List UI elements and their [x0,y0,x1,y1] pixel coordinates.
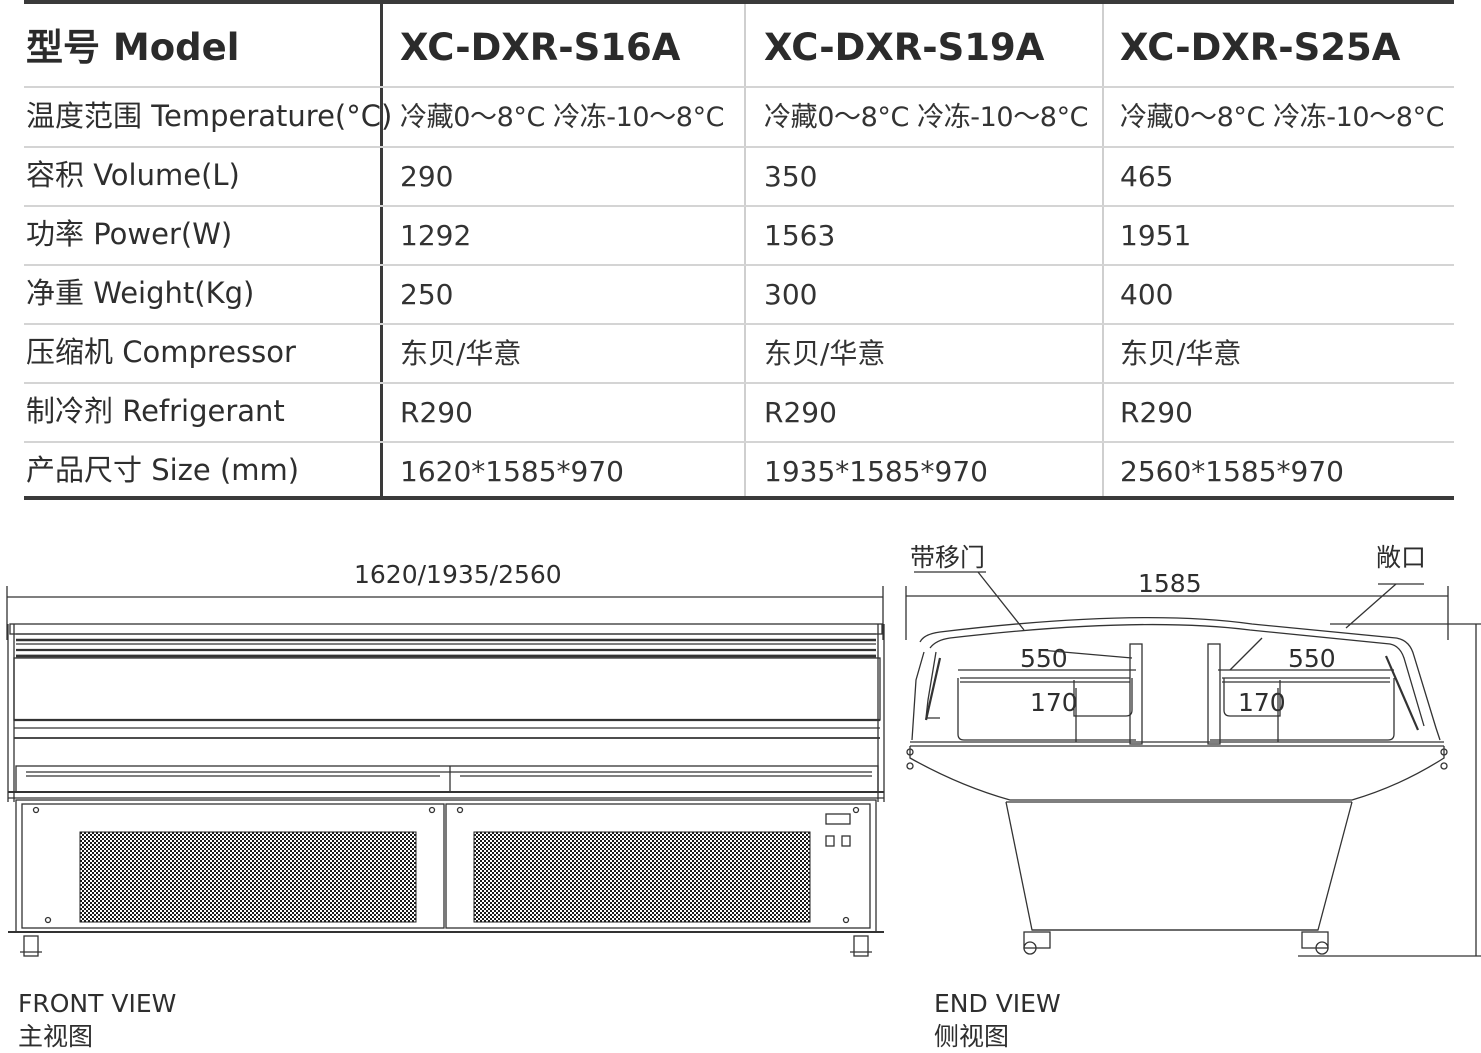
cell-power-s19a: 1563 [764,222,835,250]
cell-power-s16a: 1292 [400,222,471,250]
callout-leader-open-top [1346,584,1396,628]
end-view-caption-zh: 侧视图 [934,1021,1061,1053]
cell-power-s25a: 1951 [1120,222,1191,250]
front-foot-left [24,936,38,956]
header-model-s19a: XC-DXR-S19A [764,29,1044,66]
front-view-caption-zh: 主视图 [18,1021,176,1053]
cell-volume-s25a: 465 [1120,163,1173,191]
cell-refrigerant-s19a: R290 [764,399,837,427]
end-view-caption-en: END VIEW [934,988,1061,1021]
cell-size-s25a: 2560*1585*970 [1120,458,1344,486]
front-view-caption: FRONT VIEW 主视图 [18,988,176,1053]
end-tray-right [1210,678,1394,740]
front-control-display [826,814,850,824]
spec-table: 型号 Model XC-DXR-S16A XC-DXR-S19A XC-DXR-… [24,0,1454,500]
cell-volume-s19a: 350 [764,163,817,191]
cell-weight-s16a: 250 [400,281,453,309]
row-label-power: 功率 Power(W) [26,220,232,249]
end-caster-left [1024,932,1050,948]
cell-weight-s25a: 400 [1120,281,1173,309]
row-label-size: 产品尺寸 Size (mm) [26,456,299,485]
table-row-divider [24,86,1454,88]
end-view-drawing [900,560,1481,970]
cell-size-s16a: 1620*1585*970 [400,458,624,486]
callout-leader-sliding-door [978,572,1024,630]
cell-compressor-s16a: 东贝/华意 [400,340,521,368]
front-vent-grille-left [80,832,416,922]
cell-temperature-s19a: 冷藏0～8°C 冷冻-10～8°C [764,104,1088,131]
table-row-divider [24,146,1454,148]
cell-volume-s16a: 290 [400,163,453,191]
front-display-deck [16,766,878,792]
front-view-drawing [0,580,900,970]
table-bottom-rule [24,496,1454,500]
table-row-divider [24,441,1454,443]
end-view-caption: END VIEW 侧视图 [934,988,1061,1053]
row-label-compressor: 压缩机 Compressor [26,338,296,367]
header-model-s16a: XC-DXR-S16A [400,29,680,66]
cell-size-s19a: 1935*1585*970 [764,458,988,486]
table-column-divider [1102,4,1104,496]
end-tray-left [958,678,1136,740]
row-label-volume: 容积 Volume(L) [26,161,240,190]
table-row-divider [24,382,1454,384]
front-glass-panel [14,658,880,720]
table-column-divider [744,4,746,496]
cell-refrigerant-s16a: R290 [400,399,473,427]
front-foot-right [854,936,868,956]
table-top-rule [24,0,1454,4]
header-model-s25a: XC-DXR-S25A [1120,29,1400,66]
front-top-rail [10,624,882,634]
table-row-divider [24,323,1454,325]
table-row-divider [24,264,1454,266]
cell-weight-s19a: 300 [764,281,817,309]
cell-temperature-s16a: 冷藏0～8°C 冷冻-10～8°C [400,104,724,131]
end-base-body [1006,802,1352,930]
cell-compressor-s25a: 东贝/华意 [1120,340,1241,368]
front-view-caption-en: FRONT VIEW [18,988,176,1021]
end-canopy-outline [920,618,1440,740]
front-vent-grille-right [474,832,810,922]
row-label-temperature: 温度范围 Temperature(°C) [26,102,392,131]
cell-compressor-s19a: 东贝/华意 [764,340,885,368]
table-row-divider [24,205,1454,207]
front-control-button [842,836,850,846]
header-model-label: 型号 Model [26,29,239,66]
cell-refrigerant-s25a: R290 [1120,399,1193,427]
row-label-weight: 净重 Weight(Kg) [26,279,254,308]
table-column-divider [380,4,383,496]
end-cabinet-shoulder [910,746,1444,800]
row-label-refrigerant: 制冷剂 Refrigerant [26,397,285,426]
end-caster-right [1302,932,1328,948]
cell-temperature-s25a: 冷藏0～8°C 冷冻-10～8°C [1120,104,1444,131]
front-control-button [826,836,834,846]
